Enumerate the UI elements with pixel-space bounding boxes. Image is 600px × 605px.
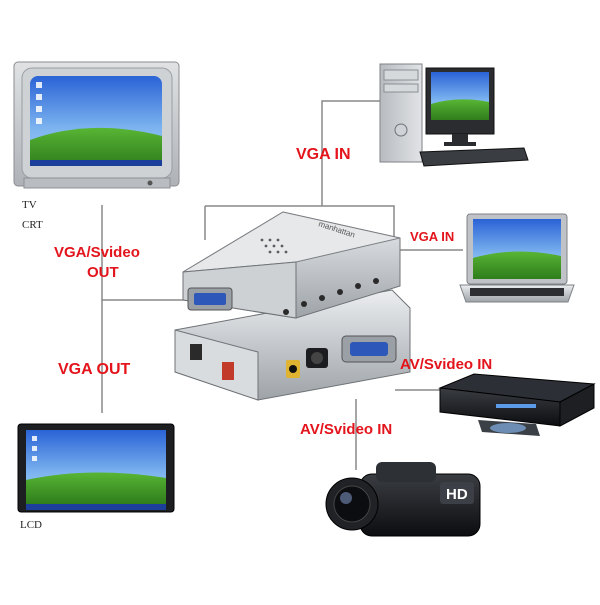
caption-tv: TV bbox=[22, 200, 37, 211]
label-vga-in-laptop: VGA IN bbox=[410, 230, 454, 243]
crt-tv-device bbox=[14, 62, 179, 188]
camcorder-hd-badge: HD bbox=[446, 486, 468, 503]
bluray-player-device bbox=[440, 374, 594, 436]
power-port bbox=[190, 344, 202, 360]
caption-lcd: LCD bbox=[20, 520, 42, 531]
lcd-tv-device bbox=[18, 424, 174, 512]
caption-crt: CRT bbox=[22, 220, 43, 231]
power-led bbox=[222, 362, 234, 380]
label-vga-svideo-out-line1: VGA/Svideo bbox=[54, 245, 140, 260]
vga-converter-box: manhattan bbox=[175, 212, 410, 400]
pc-keyboard bbox=[420, 148, 528, 166]
label-vga-in: VGA IN bbox=[296, 147, 351, 163]
label-av-svideo-in-camcorder: AV/Svideo IN bbox=[300, 422, 392, 437]
label-vga-svideo-out-line2: OUT bbox=[87, 265, 119, 280]
label-av-svideo-in-player: AV/Svideo IN bbox=[400, 357, 492, 372]
label-vga-out: VGA OUT bbox=[58, 362, 130, 378]
camcorder-device: HD bbox=[326, 462, 480, 536]
desktop-pc-device bbox=[380, 64, 528, 166]
laptop-device bbox=[460, 214, 574, 302]
